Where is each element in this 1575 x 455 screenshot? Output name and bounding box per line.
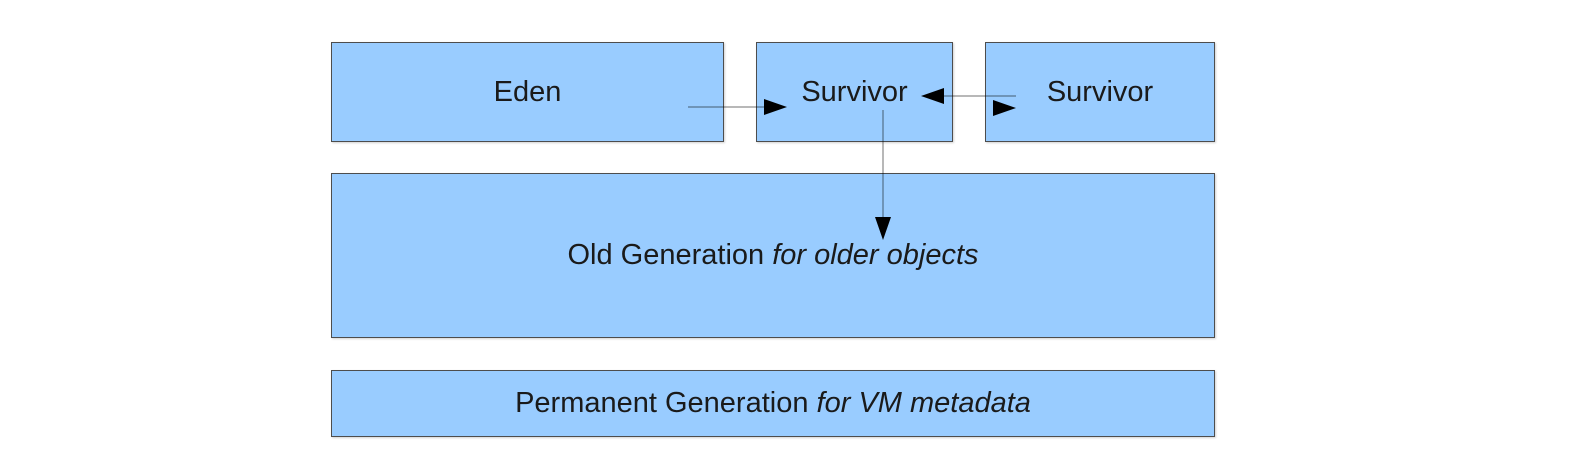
permanent-generation-box: Permanent Generation for VM metadata	[331, 370, 1215, 437]
eden-label: Eden	[493, 75, 562, 108]
old-generation-label: Old Generation	[567, 239, 765, 271]
eden-box: Eden	[331, 42, 724, 142]
old-generation-box: Old Generation for older objects	[331, 173, 1215, 338]
survivor-from-label: Survivor	[801, 75, 908, 108]
survivor-to-box: Survivor	[985, 42, 1215, 142]
permanent-generation-label: Permanent Generation	[515, 387, 809, 419]
survivor-to-label: Survivor	[1046, 75, 1154, 108]
old-generation-note: for older objects	[772, 239, 979, 271]
survivor-from-box: Survivor	[756, 42, 953, 142]
permanent-generation-note: for VM metadata	[816, 387, 1031, 419]
